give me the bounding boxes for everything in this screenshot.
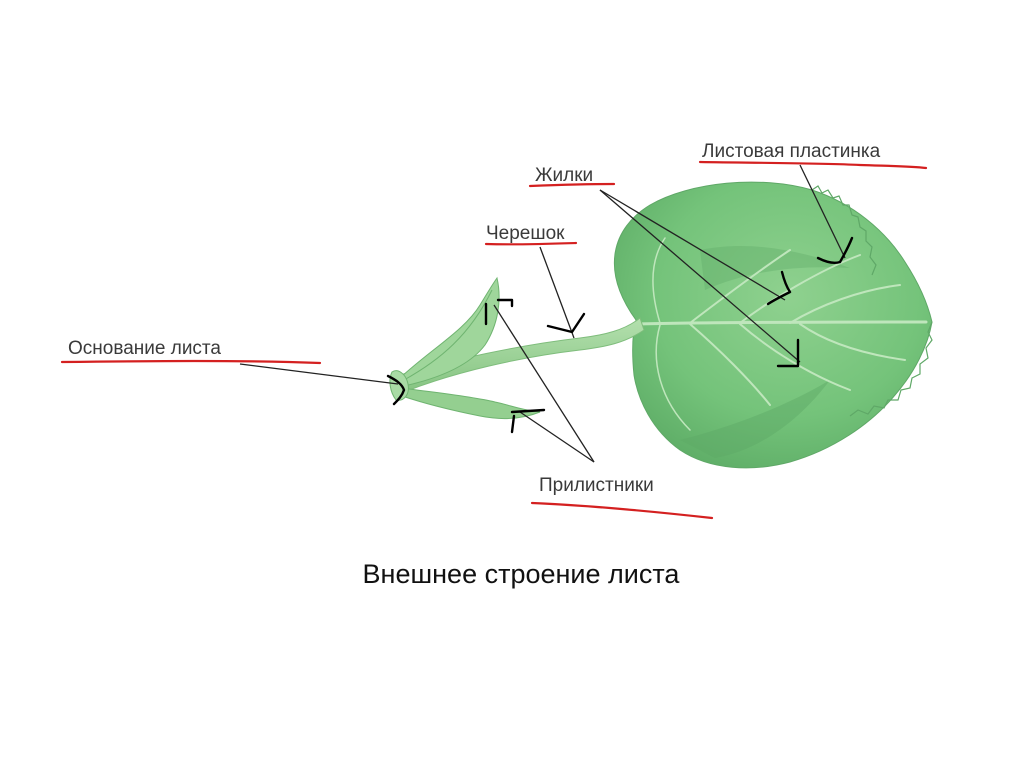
leader-lines xyxy=(239,164,846,463)
leaf-edge-serration xyxy=(811,185,933,417)
leader-line-base xyxy=(239,363,399,385)
label-petiole: Черешок xyxy=(486,223,565,244)
label-underlines xyxy=(60,160,928,520)
leader-line-veins-b xyxy=(599,189,801,363)
leader-line-veins-a xyxy=(599,189,786,301)
underline-stipules xyxy=(530,501,714,520)
stipule-upper-shape xyxy=(399,276,500,387)
leaf-blade-shape xyxy=(614,181,933,469)
diagram-caption: Внешнее строение листа xyxy=(362,559,680,589)
leaf-shade xyxy=(680,380,830,458)
mark-veins-b xyxy=(776,338,800,368)
leaf-shade xyxy=(700,246,850,290)
underline-base xyxy=(60,359,322,365)
label-stipules: Прилистники xyxy=(539,475,654,496)
underline-petiole xyxy=(484,241,578,246)
mark-stipule-upper xyxy=(484,298,514,326)
stipule-lower-shape xyxy=(401,387,541,420)
mark-petiole xyxy=(546,312,586,334)
label-leaf-base: Основание листа xyxy=(68,338,221,359)
underline-blade xyxy=(698,160,928,170)
mark-base xyxy=(386,374,406,406)
label-leaf-blade: Листовая пластинка xyxy=(702,141,881,162)
leaf-veins xyxy=(634,237,928,431)
mark-stipule-lower xyxy=(510,408,546,434)
leader-line-stipules-b xyxy=(519,411,595,463)
leader-line-stipules-a xyxy=(493,304,595,463)
underline-veins xyxy=(528,182,616,188)
handwritten-marks xyxy=(386,236,854,434)
label-veins: Жилки xyxy=(535,165,594,186)
mark-veins-a xyxy=(766,270,792,306)
mark-blade xyxy=(816,236,854,264)
leader-line-petiole xyxy=(539,246,575,339)
leader-line-blade xyxy=(799,164,846,259)
petiole-shape xyxy=(399,317,645,393)
